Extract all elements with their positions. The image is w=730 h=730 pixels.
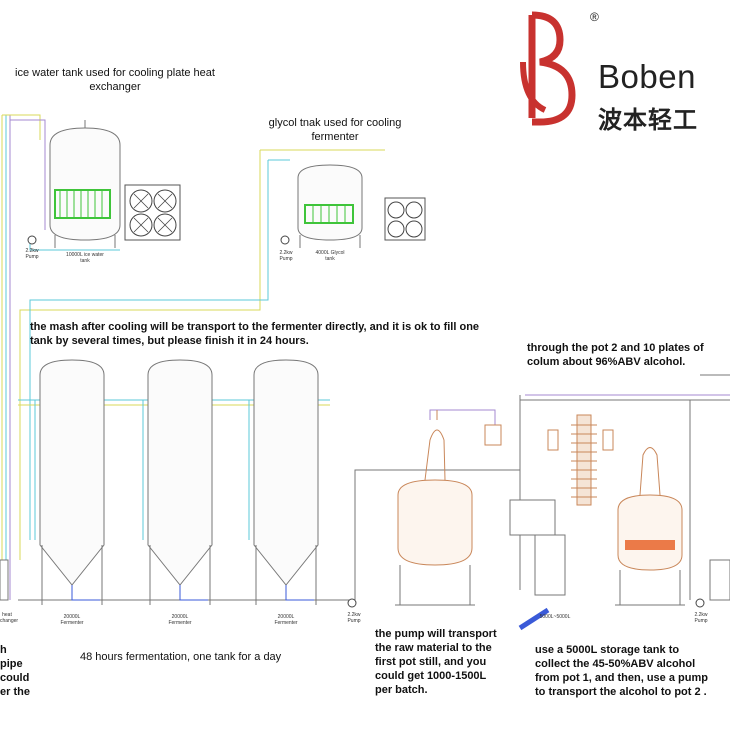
glycol-pump-icon — [280, 235, 290, 245]
right-pump-icon — [695, 598, 705, 608]
fermenter-1-caption: 20000L Fermenter — [60, 614, 84, 626]
heat-exchanger-caption: heat changer — [0, 612, 19, 624]
column-note: through the pot 2 and 10 plates of colum… — [527, 342, 704, 368]
heat-exchanger-icon — [0, 559, 9, 601]
storage-tank-bar — [518, 607, 550, 631]
distillation-column — [509, 414, 614, 596]
boben-logo-icon — [520, 11, 576, 126]
glycol-tank-group — [280, 164, 426, 248]
ice-pump-caption: 2.2kw Pump — [25, 248, 39, 260]
mash-transport-note: the mash after cooling will be transport… — [30, 321, 480, 347]
glycol-pump-caption: 2.2kw Pump — [279, 250, 293, 262]
fermentation-note: 48 hours fermentation, one tank for a da… — [80, 651, 282, 663]
glycol-chiller-unit — [384, 197, 426, 241]
right-pump-caption: 2.2kw Pump — [694, 612, 708, 624]
fermenter-3 — [248, 359, 319, 605]
ice-water-tank-group — [27, 120, 181, 248]
ice-pump-icon — [27, 235, 37, 245]
fermenter-pump-caption: 2.2kw Pump — [347, 612, 361, 624]
logo-wordmark: Boben — [598, 58, 696, 95]
ice-water-tank-label: ice water tank used for cooling plate he… — [15, 67, 215, 93]
glycol-tank-label: glycol tnak used for cooling fermenter — [268, 117, 402, 143]
pot-still-1 — [395, 410, 502, 606]
fermenter-2-caption: 20000L Fermenter — [168, 614, 192, 626]
fermenter-1 — [34, 359, 105, 605]
fermenter-3-caption: 20000L Fermenter — [274, 614, 298, 626]
pot-2-heater — [625, 540, 675, 550]
logo-registered-mark: ® — [590, 10, 599, 24]
left-cut-note: h pipe could er the — [0, 644, 30, 698]
logo-chinese-name: 波本轻工 — [598, 107, 698, 134]
glycol-tank-caption: 4000L Glycol tank — [315, 250, 345, 262]
pump-transport-note: the pump will transport the raw material… — [375, 628, 497, 696]
ice-tank-caption: 10000L ice water tank — [66, 252, 104, 264]
storage-tank-caption: 5000L~5000L — [539, 614, 571, 620]
fermenter-pump-icon — [347, 598, 357, 608]
fermenter-2 — [142, 359, 213, 605]
storage-tank-note: use a 5000L storage tank to collect the … — [535, 644, 708, 698]
pot-still-2 — [615, 447, 730, 608]
ice-tank-cooling-coil — [54, 189, 111, 219]
